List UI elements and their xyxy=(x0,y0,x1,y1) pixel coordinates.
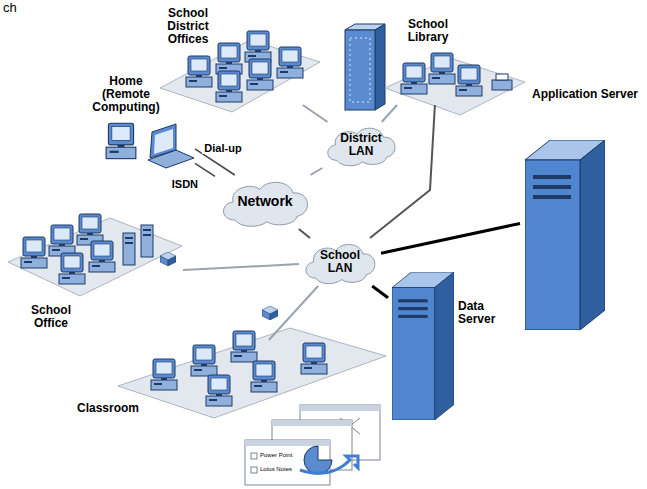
network-link xyxy=(381,224,520,254)
figure-rect xyxy=(272,420,352,426)
figure-use xyxy=(251,361,277,392)
link-label: Dial-up xyxy=(202,142,243,154)
menu-item: Lotus Notes xyxy=(260,466,292,473)
figure-use xyxy=(392,272,454,420)
figure-use xyxy=(429,53,455,84)
classroom-figure xyxy=(118,306,386,418)
figure-rect xyxy=(350,38,370,102)
link-label: ISDN xyxy=(170,178,200,190)
group-label: School District Offices xyxy=(157,7,219,47)
figure-use xyxy=(141,225,153,257)
server-figures xyxy=(392,140,605,420)
figure-use xyxy=(191,345,217,376)
figure-use xyxy=(77,214,103,245)
school-office-figure xyxy=(8,214,182,296)
figure-use xyxy=(151,359,177,390)
network-link xyxy=(195,163,215,176)
cloud-shape xyxy=(328,128,395,166)
group-label: School Library xyxy=(393,18,463,44)
application-windows xyxy=(245,405,380,485)
figure-use xyxy=(301,343,327,374)
figure-rect xyxy=(496,74,508,80)
cloud-label: Network xyxy=(237,194,292,209)
figure-use xyxy=(231,331,257,362)
group-label: School Office xyxy=(20,304,82,330)
figure-rect xyxy=(251,453,257,459)
network-link xyxy=(183,264,299,270)
network-link xyxy=(311,168,323,175)
figure-use xyxy=(247,59,273,90)
group-area: Classroom xyxy=(75,340,388,422)
figure-use xyxy=(123,233,135,265)
figure-rect xyxy=(300,405,380,411)
lan-cloud: District LAN xyxy=(321,122,401,168)
figure-use xyxy=(206,375,232,406)
figure-use xyxy=(216,71,242,102)
network-link xyxy=(382,105,397,122)
figure-use xyxy=(401,63,427,94)
network-link xyxy=(370,105,435,238)
lan-cloud: School LAN xyxy=(299,238,381,286)
figure-use xyxy=(277,47,303,78)
group-label: Classroom xyxy=(77,402,167,415)
figure-use xyxy=(456,65,482,96)
figure-use xyxy=(525,140,605,330)
cloud-shape xyxy=(306,244,375,283)
menu-item: Power Point xyxy=(260,452,292,459)
figure-polygon xyxy=(385,58,525,115)
home-figure xyxy=(106,123,194,168)
figure-use xyxy=(216,43,242,74)
figure-use xyxy=(186,56,212,87)
group-area: Home (Remote Computing) xyxy=(85,75,195,165)
server-area: Application Server xyxy=(520,88,642,333)
figure-polygon xyxy=(150,124,176,158)
server-area: Data Server xyxy=(388,268,516,423)
group-label: Data Server xyxy=(458,300,512,326)
figure-path xyxy=(300,456,358,473)
figure-rect xyxy=(345,30,375,110)
group-area: School District Offices xyxy=(145,5,315,105)
figure-polygon xyxy=(160,40,320,112)
cloud-label: School LAN xyxy=(310,249,370,275)
figure-polygon xyxy=(375,24,385,110)
figure-use xyxy=(49,225,75,256)
group-label: Home (Remote Computing) xyxy=(85,75,167,115)
group-area: School Library xyxy=(345,15,530,105)
cloud-shape xyxy=(223,182,307,226)
figure-use xyxy=(21,237,47,268)
figure-rect xyxy=(251,467,257,473)
figure-use xyxy=(89,241,115,272)
figure-rect xyxy=(245,440,330,446)
group-area: School Office xyxy=(5,212,183,337)
figure-use xyxy=(160,252,176,266)
cloud-label: District LAN xyxy=(332,132,390,158)
group-label: Application Server xyxy=(520,88,638,101)
figure-use xyxy=(262,306,278,320)
network-link xyxy=(299,229,310,238)
figure-use xyxy=(59,253,85,284)
network-cloud: Network xyxy=(215,175,315,229)
figure-rect xyxy=(492,80,512,90)
network-link xyxy=(269,286,318,340)
figure-path xyxy=(304,446,332,474)
figure-use xyxy=(245,31,271,62)
figure-use xyxy=(106,123,136,158)
network-link xyxy=(372,286,388,298)
figure-polygon xyxy=(154,129,173,154)
network-link xyxy=(303,105,328,122)
cropped-text: ch xyxy=(3,1,17,15)
